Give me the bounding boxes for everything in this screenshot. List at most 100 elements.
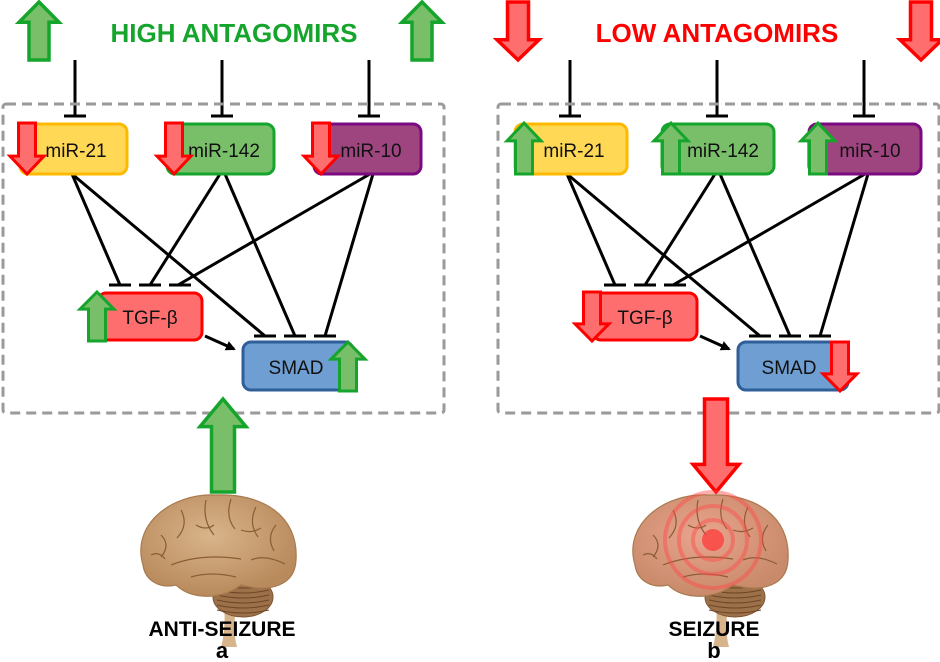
arrow-up-icon — [397, 0, 447, 62]
cerebellum-fold — [708, 594, 762, 599]
title-arrow-right — [895, 0, 940, 63]
brain-sulcus — [160, 534, 167, 558]
arrow-up-icon — [14, 0, 64, 62]
mir10-change-arrow — [300, 121, 342, 177]
node-mir142-label: miR-142 — [188, 141, 260, 162]
arrow-down-icon — [6, 121, 48, 177]
antagomir-inhibit-mir21 — [64, 60, 86, 118]
panel-a: HIGH ANTAGOMIRS — [1, 0, 447, 662]
tgf-change-arrow — [571, 290, 613, 344]
output-arrow — [689, 397, 743, 495]
arrow-up-icon — [196, 396, 250, 494]
mir142-inhibit-smad — [718, 173, 801, 338]
brain-illustration — [632, 490, 789, 647]
brain-sulcus — [250, 557, 286, 565]
mir10-inhibit-smad — [809, 173, 870, 338]
arrow-down-icon — [492, 0, 544, 63]
brain-sulcus — [662, 556, 734, 566]
node-smad-label: SMAD — [269, 358, 324, 379]
panel-title: LOW ANTAGOMIRS — [596, 18, 839, 48]
cerebellum-fold — [216, 609, 270, 614]
cerebellum-fold — [708, 604, 762, 609]
output-arrow — [196, 396, 250, 494]
brain-sulcus — [195, 524, 215, 529]
mir21-inhibit-tgf — [70, 173, 131, 287]
tgf-activate-smad — [204, 334, 236, 351]
tgf-change-arrow — [76, 289, 118, 343]
seizure-ring — [677, 504, 749, 576]
brain-sulcus — [269, 524, 277, 552]
node-mir142-label: miR-142 — [687, 141, 759, 162]
outcome-label: SEIZURE — [668, 618, 759, 641]
antagomir-inhibit-mir10 — [358, 60, 380, 118]
brain-sulcus — [732, 527, 754, 533]
seizure-ring — [663, 490, 763, 590]
mir142-inhibit-smad — [223, 173, 306, 338]
brain-sulcus — [176, 509, 185, 539]
node-mir21-label: miR-21 — [45, 141, 106, 162]
mir10-inhibit-smad — [314, 173, 375, 338]
antagomir-inhibit-mir21 — [559, 60, 581, 118]
mir10-change-arrow — [797, 120, 839, 176]
mir21-change-arrow — [503, 120, 545, 176]
seizure-ring — [691, 518, 735, 562]
smad-change-arrow — [327, 339, 369, 393]
mir10-inhibit-tgf — [169, 172, 371, 287]
node-smad: SMAD — [736, 340, 861, 394]
mir21-inhibit-tgf — [565, 173, 626, 287]
node-mir10-label: miR-10 — [839, 141, 900, 162]
outcome-label: ANTI-SEIZURE — [149, 618, 296, 641]
mir10-inhibit-tgf — [664, 172, 866, 287]
node-mir10: miR-10 — [797, 120, 923, 176]
arrow-down-icon — [819, 340, 861, 394]
node-mir21: miR-21 — [6, 121, 129, 177]
panel-b: LOW ANTAGOMIRS — [492, 0, 940, 662]
node-smad-label: SMAD — [762, 358, 817, 379]
node-mir21-label: miR-21 — [543, 141, 604, 162]
brain-sulcus — [190, 573, 237, 578]
node-tgf-label: TGF-β — [122, 308, 177, 329]
smad-change-arrow — [819, 340, 861, 394]
brain-illustration — [140, 494, 297, 647]
arrow-up-icon — [503, 120, 545, 176]
brain-sulcus — [170, 556, 242, 566]
brain-sulcus — [240, 527, 262, 533]
cerebellum-fold — [708, 599, 762, 604]
arrow-down-icon — [300, 121, 342, 177]
brain-sulcus — [682, 573, 729, 578]
brain-sulcus — [251, 506, 259, 538]
node-mir21: miR-21 — [503, 120, 629, 176]
mir21-inhibit-smad — [71, 172, 276, 338]
node-mir10-label: miR-10 — [340, 141, 401, 162]
arrow-up-icon — [327, 339, 369, 393]
title-arrow-right — [397, 0, 447, 62]
brain-sulcus — [742, 557, 778, 565]
mir21-inhibit-smad — [566, 172, 771, 338]
seizure-focus — [702, 529, 724, 551]
cerebrum — [140, 494, 297, 597]
title-arrow-left — [14, 0, 64, 62]
brain-sulcus — [761, 524, 769, 552]
node-tgf-label: TGF-β — [617, 308, 672, 329]
panel-title: HIGH ANTAGOMIRS — [111, 18, 358, 48]
arrow-up-icon — [650, 120, 692, 176]
arrow-down-icon — [689, 397, 743, 495]
arrow-down-icon — [153, 121, 195, 177]
mir142-inhibit-tgf — [634, 173, 717, 287]
node-mir10: miR-10 — [300, 121, 423, 177]
mir142-change-arrow — [153, 121, 195, 177]
node-mir142: miR-142 — [650, 120, 776, 176]
arrow-up-icon — [76, 289, 118, 343]
cerebellum-fold — [708, 609, 762, 614]
title-arrow-left — [492, 0, 544, 63]
brain-sulcus — [668, 509, 677, 539]
panel-letter: b — [707, 638, 720, 662]
cerebellum-fold — [216, 594, 270, 599]
brain-sulcus — [228, 498, 236, 530]
node-mir142: miR-142 — [153, 121, 276, 177]
arrow-down-icon — [571, 290, 613, 344]
mir21-change-arrow — [6, 121, 48, 177]
node-tgf: TGF-β — [571, 290, 699, 344]
antagomir-inhibit-mir142 — [706, 60, 728, 118]
